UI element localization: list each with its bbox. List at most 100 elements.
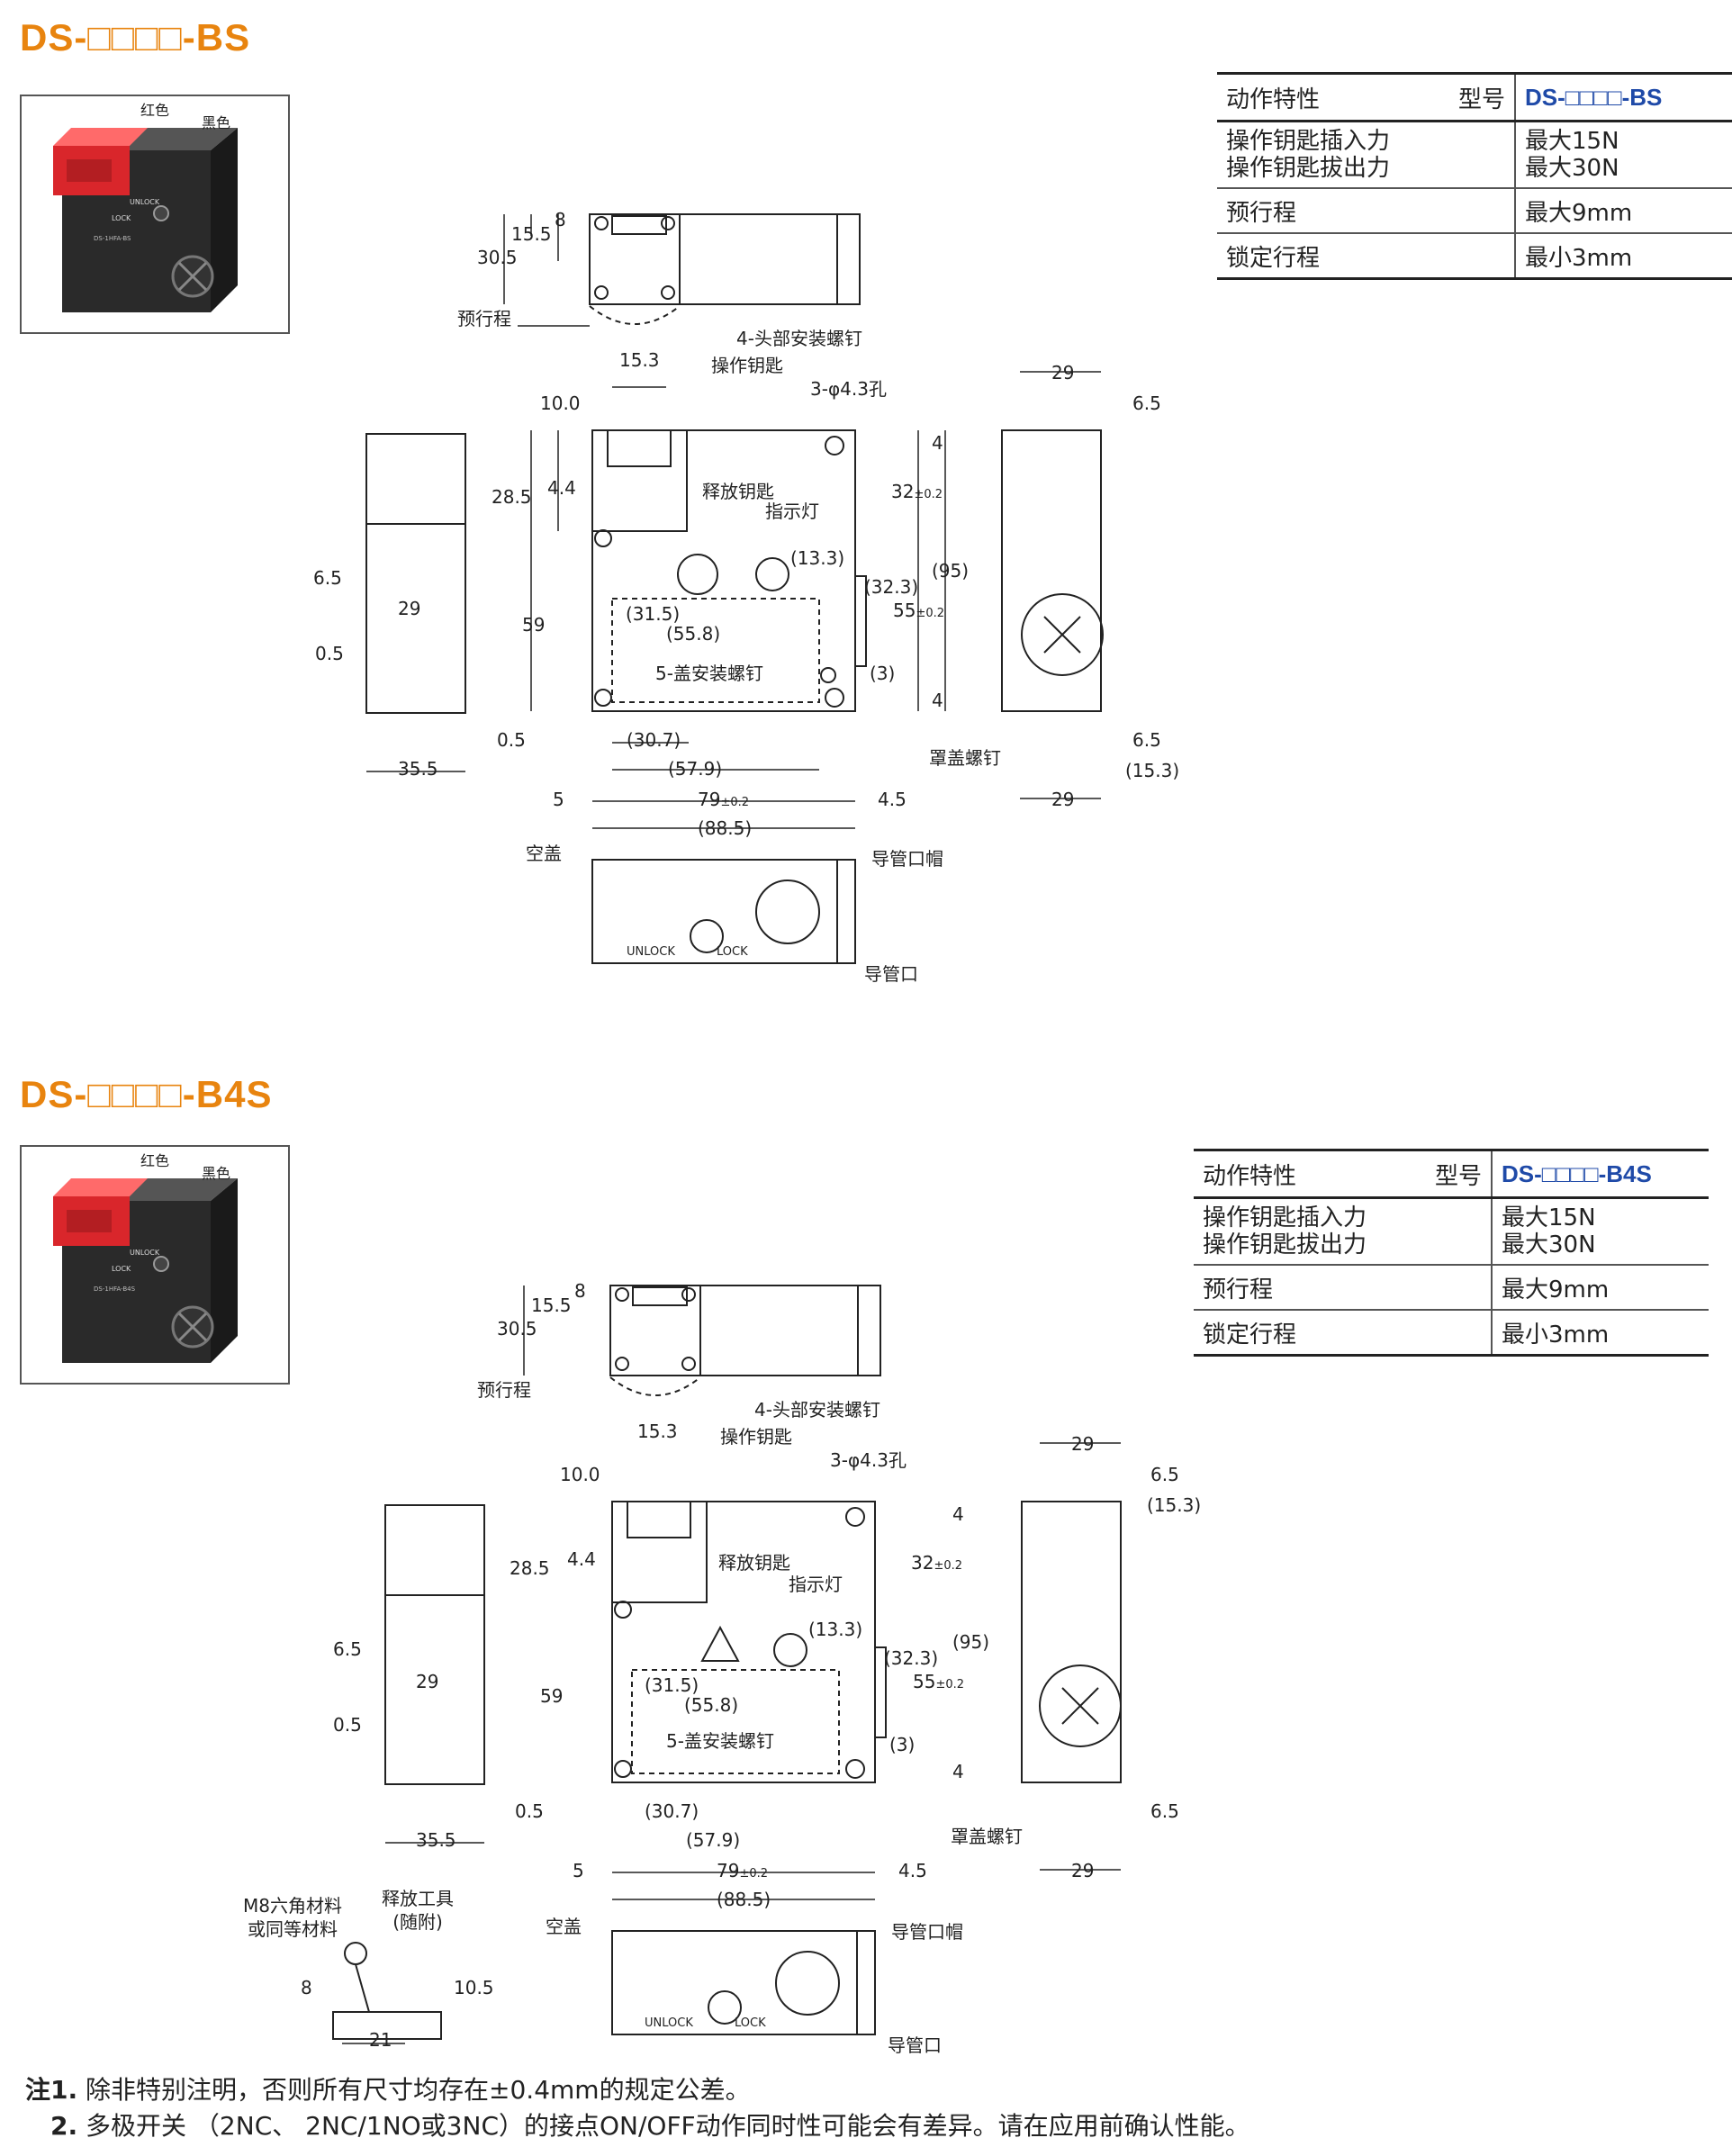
- dim-label: 28.5: [492, 486, 532, 508]
- table-row-label: 锁定行程: [1217, 233, 1516, 280]
- indicator-label: 指示灯: [789, 1574, 843, 1595]
- dim-label: 10.0: [560, 1464, 600, 1485]
- dim-label: 29: [398, 598, 421, 619]
- dim-label: 29: [1071, 1433, 1095, 1455]
- dim-label: (57.9): [686, 1829, 741, 1851]
- dim-label: 8: [574, 1280, 586, 1302]
- pretravel-label: 预行程: [477, 1379, 531, 1401]
- unlock-label: UNLOCK: [627, 945, 675, 959]
- product-photo-bs: LOCK UNLOCK DS-1HFA-BS 红色 黑色: [20, 95, 290, 334]
- dim-label: 55±0.2: [893, 600, 945, 621]
- dim-label: (13.3): [790, 547, 845, 569]
- dim-label: 15.5: [511, 223, 552, 245]
- dim-label: (30.7): [627, 729, 681, 751]
- dim-label: 4: [952, 1503, 964, 1525]
- dim-label: 29: [1051, 789, 1075, 810]
- dim-label: 5: [573, 1860, 584, 1881]
- svg-text:DS-1HFA-BS: DS-1HFA-BS: [94, 235, 131, 242]
- red-label: 红色: [140, 1152, 170, 1169]
- dim-label: 5: [553, 789, 564, 810]
- dimension-drawing-b4s: [332, 1285, 1122, 2044]
- dim-label: 4: [932, 690, 943, 711]
- dim-label: 6.5: [333, 1638, 362, 1660]
- svg-text:LOCK: LOCK: [112, 1265, 131, 1273]
- dim-label: 29: [1051, 362, 1075, 383]
- tool-material-label: M8六角材料 或同等材料: [243, 1895, 342, 1940]
- conduit-label: 导管口: [864, 963, 918, 985]
- dim-label: (55.8): [684, 1694, 739, 1716]
- dim-label: (55.8): [666, 623, 721, 645]
- release-key-label: 释放钥匙: [702, 481, 774, 502]
- dim-label: (95): [952, 1631, 990, 1653]
- note-item: 2. 多极开关 （2NC、 2NC/1NO或3NC）的接点ON/OFF动作同时性…: [50, 2111, 1250, 2141]
- holes-label: 3-φ4.3孔: [810, 378, 887, 400]
- conduit-cap-label: 导管口帽: [871, 848, 943, 870]
- table-row-value: 最大9mm: [1515, 188, 1732, 234]
- dim-label: 4: [932, 432, 943, 454]
- head-screws-label: 4-头部安装螺钉: [754, 1399, 880, 1421]
- pretravel-label: 预行程: [457, 308, 511, 329]
- dim-label: 30.5: [477, 247, 518, 268]
- blank-cap-label: 空盖: [546, 1916, 582, 1937]
- svg-text:UNLOCK: UNLOCK: [130, 1249, 160, 1257]
- conduit-cap-label: 导管口帽: [891, 1921, 963, 1943]
- notes: 注1. 除非特别注明，否则所有尺寸均存在±0.4mm的规定公差。 2. 多极开关…: [25, 2072, 1250, 2144]
- dim-label: (13.3): [808, 1619, 863, 1640]
- dim-label: (31.5): [626, 603, 681, 625]
- holes-label: 3-φ4.3孔: [830, 1449, 907, 1471]
- product-illustration: LOCK UNLOCK DS-1HFA-B4S: [53, 1178, 238, 1363]
- dim-label: 6.5: [313, 567, 342, 589]
- release-key-label: 释放钥匙: [718, 1552, 790, 1574]
- product-illustration: LOCK UNLOCK DS-1HFA-BS: [53, 128, 238, 312]
- dim-label: 28.5: [510, 1557, 550, 1579]
- dim-label: 15.3: [637, 1421, 678, 1442]
- table-row-label: 预行程: [1217, 188, 1516, 234]
- dim-label: 59: [522, 614, 546, 636]
- section-title-bs: DS-□□□□-BS: [20, 16, 251, 59]
- dim-label: (15.3): [1147, 1494, 1202, 1516]
- blank-cap-label: 空盖: [526, 843, 562, 864]
- dim-label: 10.5: [454, 1977, 494, 1998]
- red-label: 红色: [140, 102, 170, 119]
- dim-label: 6.5: [1132, 729, 1161, 751]
- dim-label: 0.5: [515, 1800, 544, 1822]
- dim-label: 0.5: [497, 729, 526, 751]
- dim-label: 4: [952, 1761, 964, 1782]
- cover-screw-label: 罩盖螺钉: [951, 1826, 1023, 1847]
- dim-label: 8: [301, 1977, 312, 1998]
- dim-label: 8: [555, 209, 566, 230]
- dim-label: (88.5): [717, 1889, 771, 1910]
- cover-screws-label: 5-盖安装螺钉: [655, 663, 763, 684]
- table-row-label: 预行程: [1194, 1265, 1493, 1311]
- dim-label: 6.5: [1150, 1464, 1179, 1485]
- table-row-label: 操作钥匙插入力 操作钥匙拔出力: [1217, 121, 1516, 189]
- dim-label: (30.7): [645, 1800, 699, 1822]
- note-item: 注1. 除非特别注明，否则所有尺寸均存在±0.4mm的规定公差。: [25, 2075, 751, 2105]
- section-title-b4s: DS-□□□□-B4S: [20, 1073, 273, 1115]
- dim-label: 6.5: [1132, 392, 1161, 414]
- svg-text:LOCK: LOCK: [112, 214, 131, 222]
- dim-label: (32.3): [884, 1647, 939, 1669]
- indicator-label: 指示灯: [765, 501, 819, 522]
- dim-label: 21: [369, 2029, 392, 2051]
- dim-label: 55±0.2: [913, 1671, 965, 1692]
- key-label: 操作钥匙: [720, 1426, 792, 1448]
- release-tool-label: 释放工具 (随附): [382, 1888, 454, 1933]
- dim-label: 10.0: [540, 392, 581, 414]
- spec-table-bs: 动作特性型号 DS-□□□□-BS 操作钥匙插入力 操作钥匙拔出力最大15N 最…: [1217, 72, 1732, 280]
- dim-label: 32±0.2: [891, 481, 943, 502]
- cover-screw-label: 罩盖螺钉: [929, 747, 1001, 769]
- table-head-model: DS-□□□□-BS: [1515, 72, 1732, 122]
- dim-label: 29: [1071, 1860, 1095, 1881]
- dim-label: 32±0.2: [911, 1552, 963, 1574]
- table-row-value: 最大15N 最大30N: [1515, 121, 1732, 189]
- unlock-label: UNLOCK: [645, 2016, 693, 2030]
- dim-label: (3): [870, 663, 896, 684]
- dim-label: 35.5: [416, 1829, 456, 1851]
- dim-label: 4.4: [547, 477, 576, 499]
- table-head-mid: 型号: [1457, 86, 1505, 113]
- dim-label: 79±0.2: [717, 1860, 769, 1881]
- dimension-drawing-bs: [365, 213, 1104, 964]
- spec-table-b4s: 动作特性型号 DS-□□□□-B4S 操作钥匙插入力 操作钥匙拔出力最大15N …: [1194, 1149, 1709, 1357]
- cover-screws-label: 5-盖安装螺钉: [666, 1730, 774, 1752]
